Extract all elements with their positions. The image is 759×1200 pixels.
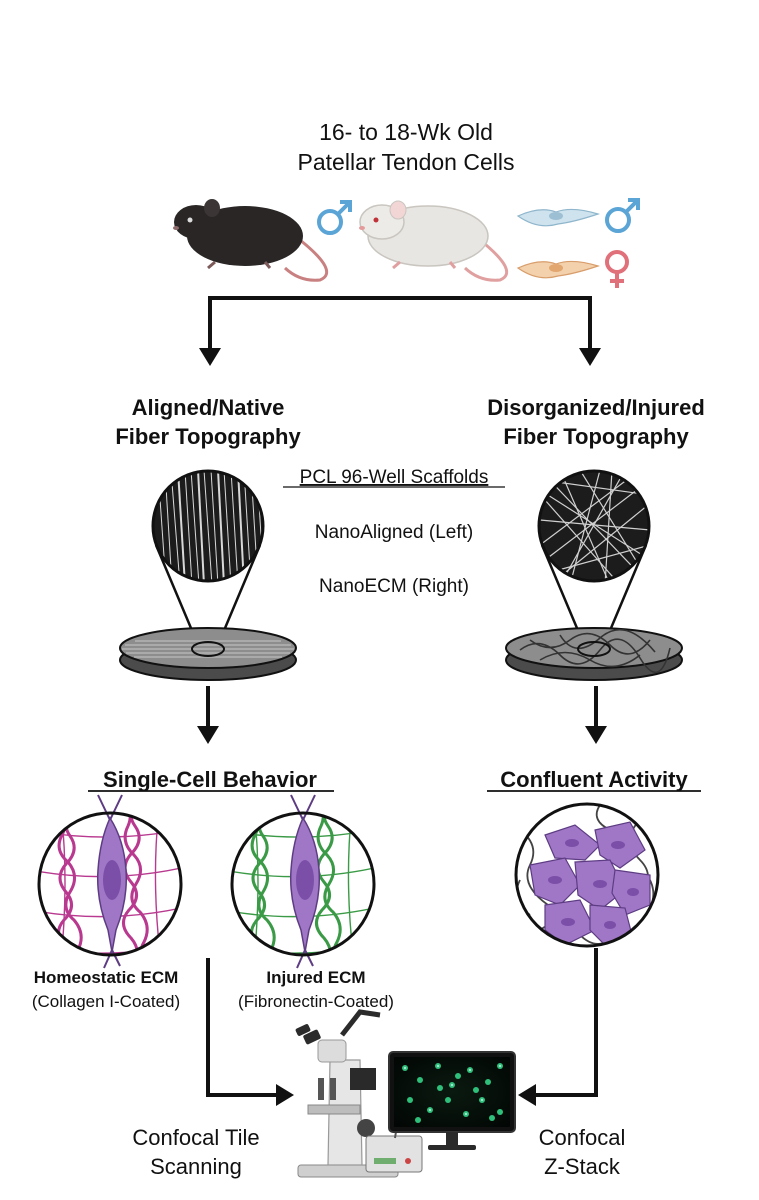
homeostatic-ecm-title: Homeostatic ECM: [34, 968, 179, 987]
header-line-2: Patellar Tendon Cells: [298, 149, 515, 175]
split-arrow: [208, 296, 592, 358]
header-line-1: 16- to 18-Wk Old: [319, 119, 493, 145]
arrow-head-microscope: [276, 1084, 294, 1106]
controller-box-icon: [365, 1135, 423, 1173]
collagen-coated-cell-icon: [37, 794, 183, 969]
aligned-fiber-zoom-icon: [119, 469, 297, 681]
arrow-head-right-top: [579, 348, 601, 366]
scaffold-left-label: NanoAligned (Left): [315, 522, 473, 543]
random-fiber-zoom-icon: [505, 469, 683, 681]
right-branch-title-line-2: Fiber Topography: [503, 424, 689, 449]
female-cell-icon: [516, 260, 600, 279]
arrow-head-left-top: [199, 348, 221, 366]
arrow-to-monitor: [530, 948, 598, 1097]
confluent-heading: Confluent Activity: [500, 767, 688, 792]
arrow-head-right-mid: [585, 726, 607, 744]
injured-ecm-subtitle: (Fibronectin-Coated): [238, 992, 394, 1011]
white-mouse-icon: [359, 200, 509, 282]
black-mouse-icon: [173, 199, 329, 282]
male-symbol-icon: [317, 200, 352, 235]
female-symbol-icon: [605, 250, 629, 288]
homeostatic-ecm-subtitle: (Collagen I-Coated): [32, 992, 180, 1011]
arrow-to-microscope: [206, 958, 282, 1097]
arrow-head-monitor: [518, 1084, 536, 1106]
z-stack-label-line-2: Z-Stack: [544, 1154, 621, 1179]
right-branch-title-line-1: Disorganized/Injured: [487, 395, 705, 420]
fibronectin-coated-cell-icon: [230, 794, 376, 969]
monitor-icon: [388, 1051, 516, 1150]
scaffolds-heading: PCL 96-Well Scaffolds: [300, 467, 489, 488]
male-cell-icon: [516, 208, 600, 227]
tile-scanning-label-line-2: Scanning: [150, 1154, 242, 1179]
left-branch-title-line-1: Aligned/Native: [132, 395, 285, 420]
arrow-head-left-mid: [197, 726, 219, 744]
confluent-cells-icon: [514, 802, 660, 948]
scaffold-right-label: NanoECM (Right): [319, 576, 469, 597]
male-symbol-icon-2: [605, 198, 640, 233]
left-branch-title-line-2: Fiber Topography: [115, 424, 301, 449]
tile-scanning-label-line-1: Confocal Tile: [132, 1125, 259, 1150]
z-stack-label-line-1: Confocal: [539, 1125, 626, 1150]
injured-ecm-title: Injured ECM: [266, 968, 365, 987]
single-cell-heading: Single-Cell Behavior: [103, 767, 317, 792]
